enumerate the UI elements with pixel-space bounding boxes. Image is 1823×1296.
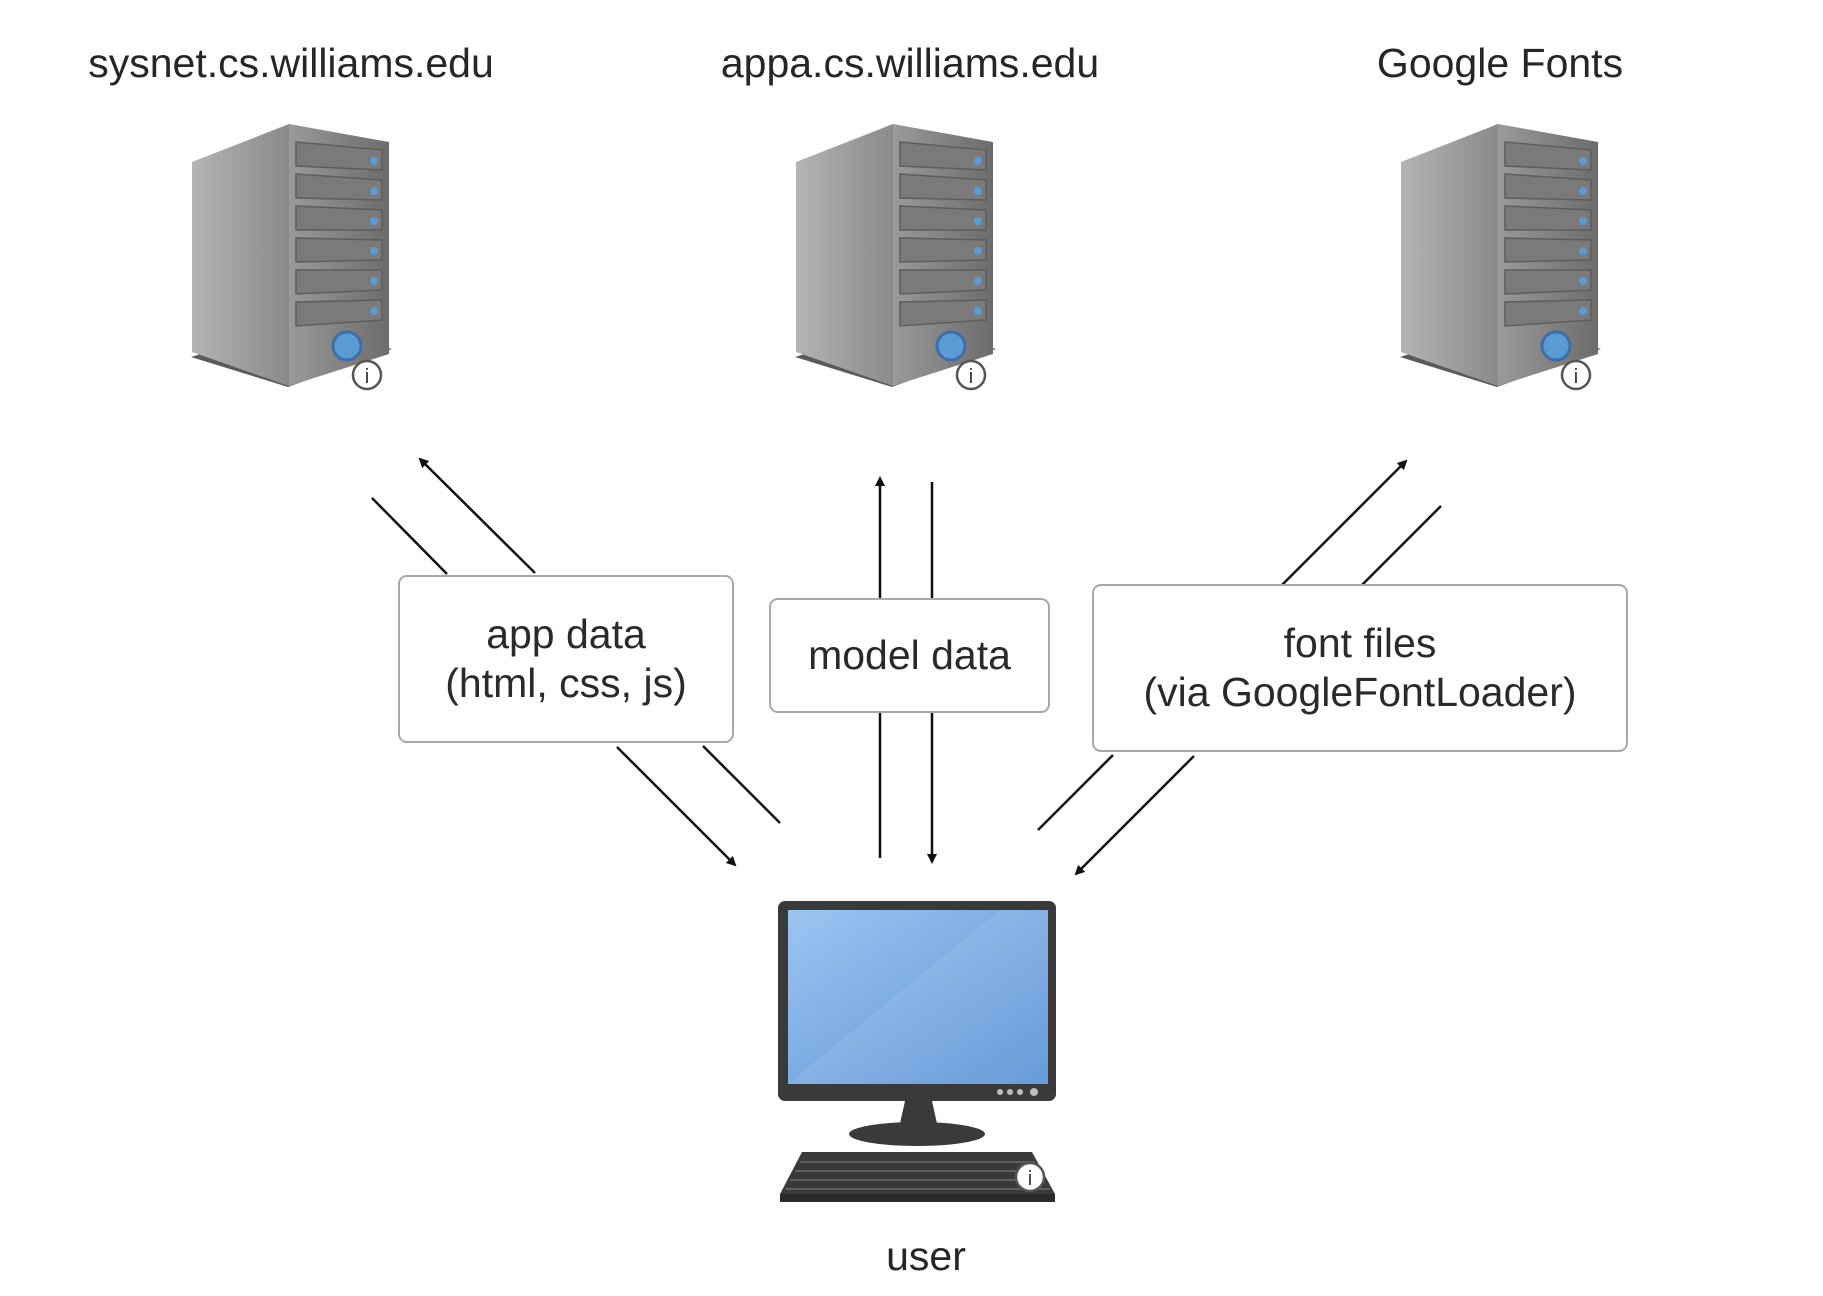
server-appa-icon [793,122,998,391]
server-sysnet-icon [189,122,394,391]
arrow-sysnet-to-user [616,746,737,867]
line-google-fonts-upper [1360,505,1442,587]
svg-text:i: i [1028,1168,1032,1190]
arrow-user-to-google-fonts [1280,459,1408,587]
arrow-google-fonts-to-user [1074,755,1195,876]
server-label-google-fonts: Google Fonts [1376,40,1624,86]
server-google-fonts-icon [1398,122,1603,391]
flow-label-app-data: app data [486,610,646,657]
arrow-user-to-sysnet [418,457,536,574]
server-label-appa: appa.cs.williams.edu [720,40,1100,86]
client-label-user: user [886,1233,966,1279]
server-label-sysnet: sysnet.cs.williams.edu [88,40,494,86]
flow-sublabel-app-data: (html, css, js) [445,660,687,706]
flow-label-model-data: model data [808,631,1011,678]
flow-label-font-files: font files [1283,619,1437,666]
desktop-computer-icon: i [778,901,1056,1202]
line-sysnet-to-user-upper [371,497,448,575]
flow-box-model-data: model data [769,598,1050,713]
flow-box-app-data: app data (html, css, js) [398,575,734,743]
line-user-to-google-lower [1037,754,1114,831]
flow-sublabel-font-files: (via GoogleFontLoader) [1143,669,1577,715]
flow-box-font-files: font files (via GoogleFontLoader) [1092,584,1628,752]
line-user-to-sysnet-lower [702,745,781,824]
